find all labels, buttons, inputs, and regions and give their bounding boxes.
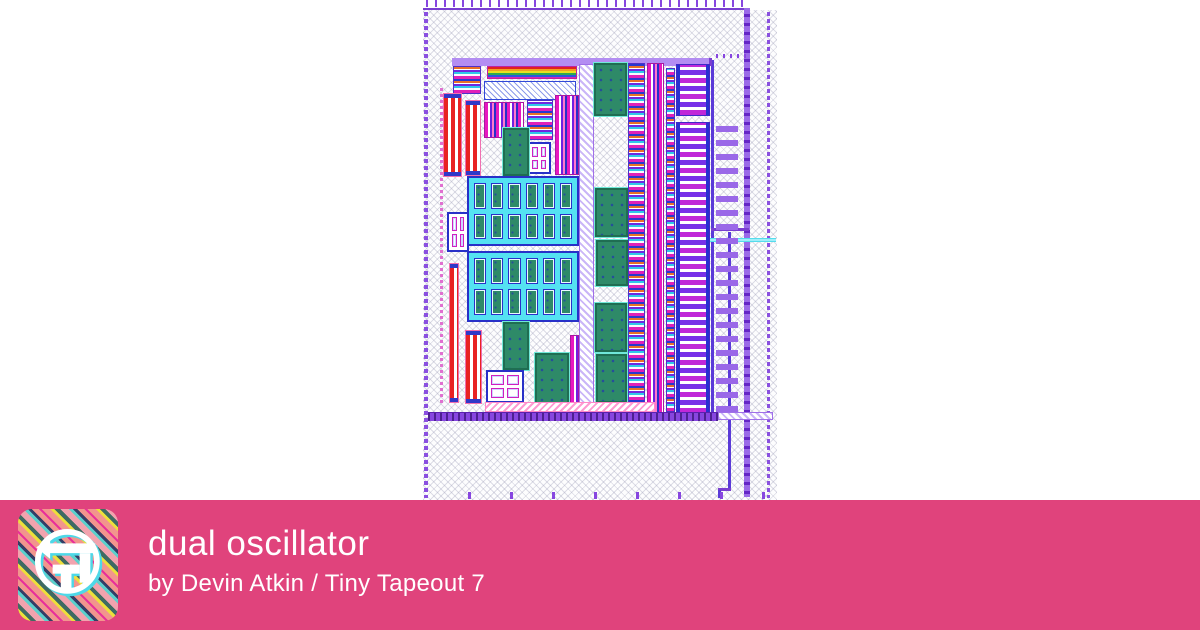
- pin-tick: [543, 0, 545, 7]
- pin-tick: [696, 0, 698, 7]
- layout-block-rainbow: [487, 66, 577, 79]
- layout-block-dottedvpink: [440, 88, 443, 406]
- layout-block-noisemag: [647, 63, 664, 415]
- pin-tick: [744, 54, 746, 58]
- layout-block-redstripes: [465, 100, 481, 176]
- layout-block-green: [503, 322, 529, 370]
- pin-tick: [444, 0, 446, 7]
- layout-block-line: [423, 8, 745, 10]
- layout-block-dottedv: [424, 12, 428, 498]
- layout-block-redstripes: [449, 263, 459, 403]
- pin-tick: [723, 0, 725, 7]
- pin-tick: [633, 0, 635, 7]
- banner: dual oscillator by Devin Atkin / Tiny Ta…: [0, 500, 1200, 630]
- pin-tick: [552, 492, 555, 499]
- pin-tick: [624, 0, 626, 7]
- pin-tick: [606, 0, 608, 7]
- layout-block-whitecells: [527, 142, 551, 174]
- layout-block-green: [595, 303, 627, 352]
- layout-block-ladder: [676, 64, 710, 116]
- layout-block-noisemag: [555, 95, 579, 175]
- layout-block-green: [595, 188, 628, 237]
- pin-tick: [651, 0, 653, 7]
- pin-tick: [615, 0, 617, 7]
- layout-block-purplebar: [428, 412, 718, 421]
- pin-tick: [723, 54, 725, 58]
- tiny-tapeout-logo: [18, 509, 118, 621]
- pin-tick: [714, 0, 716, 7]
- pin-tick: [471, 0, 473, 7]
- pin-tick: [453, 0, 455, 7]
- pin-tick: [525, 0, 527, 7]
- pin-tick: [552, 0, 554, 7]
- pin-tick: [588, 0, 590, 7]
- layout-block-whitecells: [447, 212, 469, 252]
- pin-tick: [516, 0, 518, 7]
- pin-tick: [762, 492, 765, 499]
- pin-tick: [507, 0, 509, 7]
- layout-block-lavhatch: [718, 412, 773, 420]
- chip-layout: [423, 0, 777, 500]
- pin-tick: [426, 0, 428, 7]
- pin-tick: [730, 54, 732, 58]
- pin-tick: [468, 492, 471, 499]
- pin-tick: [534, 0, 536, 7]
- layout-block-vline: [718, 490, 721, 498]
- pin-tick: [561, 0, 563, 7]
- layout-block-lavhatch: [579, 64, 594, 408]
- project-byline: by Devin Atkin / Tiny Tapeout 7: [148, 570, 486, 597]
- layout-block-green: [503, 128, 529, 176]
- pin-tick: [669, 0, 671, 7]
- pin-tick: [489, 0, 491, 7]
- pin-tick: [435, 0, 437, 7]
- layout-block-pinkhatch: [485, 402, 655, 412]
- pin-tick: [597, 0, 599, 7]
- layout-block-redstripes: [465, 330, 482, 404]
- pin-tick: [636, 492, 639, 499]
- layout-block-green: [596, 240, 628, 286]
- layout-block-cellarray: [467, 251, 579, 322]
- layout-block-dottedv: [767, 12, 770, 498]
- pin-tick: [570, 0, 572, 7]
- pin-tick: [480, 0, 482, 7]
- layout-block-cyanline: [700, 238, 776, 242]
- layout-block-noisemag: [570, 335, 579, 407]
- layout-block-cellarray: [467, 176, 579, 246]
- pin-tick: [737, 54, 739, 58]
- pin-tick: [579, 0, 581, 7]
- layout-block-redstripes: [443, 93, 462, 177]
- layout-block-line: [718, 488, 731, 491]
- layout-block-green: [535, 353, 569, 408]
- tiny-tapeout-mark-icon: [34, 528, 103, 597]
- layout-block-vtext: [744, 8, 750, 497]
- pin-tick: [720, 492, 723, 499]
- pin-tick: [462, 0, 464, 7]
- pin-tick: [678, 0, 680, 7]
- pin-tick: [716, 54, 718, 58]
- pin-tick: [741, 0, 743, 7]
- layout-block-lavbar: [452, 58, 712, 66]
- layout-block-laddersparse: [716, 126, 738, 412]
- layout-block-bluehatch: [484, 81, 576, 100]
- pin-tick: [732, 0, 734, 7]
- pin-tick: [642, 0, 644, 7]
- layout-block-noisefine: [527, 100, 553, 140]
- pin-tick: [660, 0, 662, 7]
- layout-block-noisefine: [666, 68, 675, 412]
- project-title: dual oscillator: [148, 524, 370, 563]
- layout-block-green: [594, 63, 627, 116]
- layout-block-ladder: [676, 122, 710, 414]
- pin-tick: [594, 492, 597, 499]
- layout-block-green: [596, 354, 627, 403]
- layout-block-noisefine: [628, 63, 645, 415]
- pin-tick: [687, 0, 689, 7]
- pin-tick: [678, 492, 681, 499]
- pin-tick: [510, 492, 513, 499]
- layout-block-noisefine: [453, 66, 481, 94]
- pin-tick: [705, 0, 707, 7]
- layout-block-whitecells: [486, 370, 524, 403]
- pin-tick: [498, 0, 500, 7]
